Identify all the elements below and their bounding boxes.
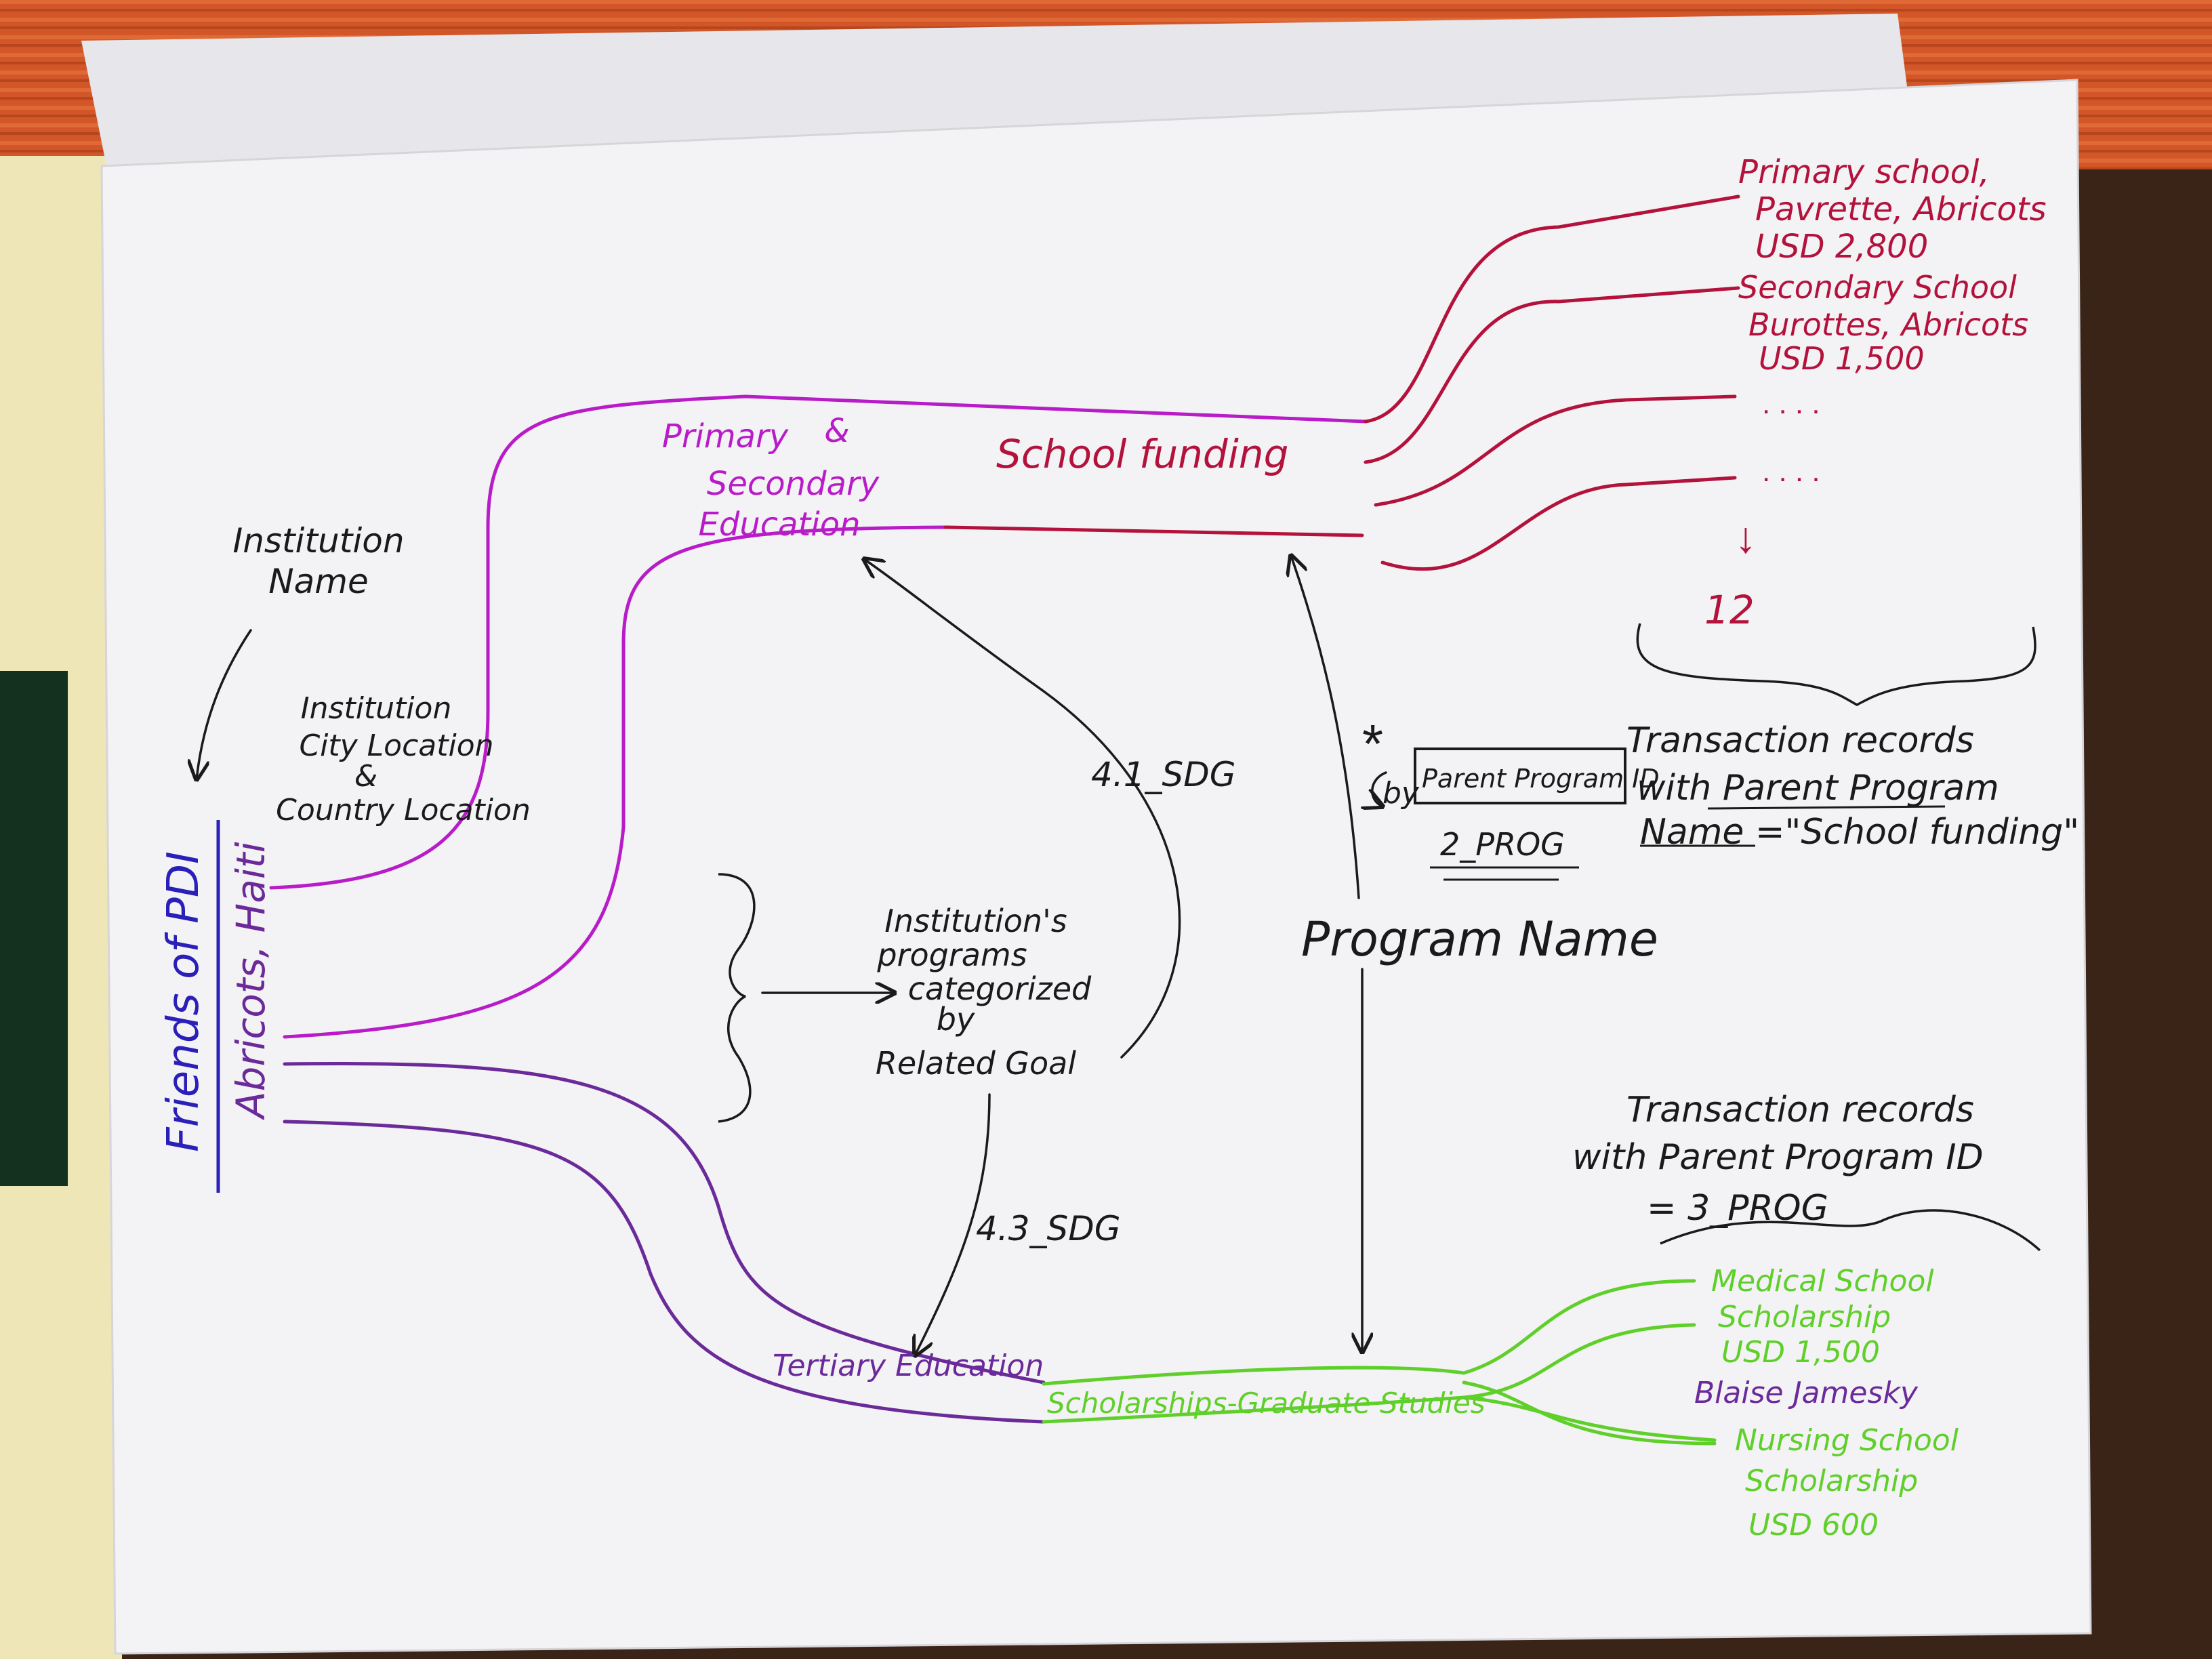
nursing-line-1: Nursing School [1735, 1423, 1959, 1458]
medical-line-4: Blaise Jamesky [1694, 1376, 1919, 1410]
program-name-label: Program Name [1301, 912, 1658, 967]
branch-curves [269, 394, 1466, 1424]
records-bottom-brace [1660, 1209, 2041, 1252]
school-item-secondary: Secondary School Burottes, Abricots USD … [1738, 269, 2028, 377]
green-scholarship-line [1042, 1366, 1466, 1386]
goal-lower-label: 4.3_SDG [976, 1209, 1121, 1248]
ps-line-2: & [824, 412, 849, 450]
records-top-underline-program [1707, 805, 1946, 810]
secondary-school-line-2: Burottes, Abricots [1748, 306, 2028, 343]
green-book-edge [0, 671, 68, 1186]
org-name: Friends of PDI [159, 851, 209, 1152]
parent-id-hook-arrow [1372, 771, 1386, 806]
ps-line-3: Secondary [707, 465, 880, 503]
org-location: Abricots, Haiti [228, 842, 274, 1121]
parent-id-star: * [1362, 714, 1383, 774]
institution-name-label: Institution Name [232, 521, 404, 601]
program-name-up-arrow [1291, 556, 1360, 899]
records-bottom-line-3: = 3_PROG [1647, 1188, 1828, 1229]
records-top-brace [1636, 623, 2036, 706]
medical-line-1: Medical School [1711, 1264, 1934, 1298]
paper-sheet [100, 79, 2092, 1655]
nursing-curve-2 [1462, 1380, 1717, 1446]
parent-id-box-label: Parent Program ID [1422, 764, 1660, 794]
programs-brace [718, 873, 756, 1123]
school-curve-2 [1364, 286, 1740, 464]
parent-id-value: 2_PROG [1440, 826, 1565, 863]
programs-note-line-3: categorized [908, 970, 1092, 1007]
programs-note-line-5: Related Goal [876, 1045, 1076, 1082]
school-more-1: . . . . [1762, 387, 1820, 420]
institution-name-line-2: Name [268, 562, 369, 601]
records-top-line-3: Name ="School funding" [1640, 812, 2079, 853]
institution-name-line-1: Institution [232, 521, 404, 560]
records-top-note: Transaction records with Parent Program … [1626, 720, 2079, 853]
ps-line-4: Education [699, 506, 861, 544]
medical-curve-1 [1462, 1279, 1696, 1375]
nursing-line-2: Scholarship [1745, 1464, 1918, 1498]
nursing-line-3: USD 600 [1748, 1508, 1879, 1542]
primary-school-line-3: USD 2,800 [1755, 228, 1928, 266]
programs-note-line-4: by [937, 1001, 975, 1038]
school-curve-3 [1374, 394, 1737, 507]
scholarships-label: Scholarships-Graduate Studies [1047, 1387, 1486, 1420]
crimson-funding-line [943, 525, 1364, 537]
programs-note-line-2: programs [876, 937, 1027, 973]
scholarship-branch-curves [1462, 1279, 1717, 1446]
school-curve-4 [1380, 476, 1737, 571]
school-count: 12 [1704, 587, 1755, 633]
medical-line-2: Scholarship [1718, 1300, 1891, 1334]
nursing-curve-1 [1462, 1395, 1717, 1442]
school-curve-1 [1364, 194, 1740, 424]
scholarship-item-medical: Medical School Scholarship USD 1,500 Bla… [1694, 1264, 1934, 1410]
primary-school-line-1: Primary school, [1738, 153, 1990, 191]
magenta-lower-curve [283, 525, 947, 1039]
primary-secondary-label: Primary & Secondary Education [662, 412, 880, 544]
scholarship-item-nursing: Nursing School Scholarship USD 600 [1735, 1423, 1959, 1542]
goal-upper-label: 4.1_SDG [1091, 755, 1236, 794]
programs-note: Institution's programs categorized by Re… [876, 903, 1092, 1082]
records-bottom-line-2: with Parent Program ID [1572, 1137, 1984, 1178]
parent-program-id-box [1414, 747, 1626, 804]
institution-name-arrow [197, 629, 252, 779]
parent-id-by: by [1382, 776, 1420, 811]
goal-lower-arrow [915, 1093, 991, 1355]
location-line-3: & [354, 759, 377, 794]
location-line-1: Institution [301, 691, 452, 726]
programs-note-line-1: Institution's [884, 903, 1067, 939]
goal-upper-arrow [864, 559, 1181, 1059]
location-line-4: Country Location [276, 793, 531, 827]
arrows [197, 556, 1386, 1355]
medical-line-3: USD 1,500 [1721, 1335, 1880, 1370]
primary-school-line-2: Pavrette, Abricots [1755, 190, 2047, 228]
green-scholarship-line-2 [1042, 1395, 1466, 1424]
tertiary-label: Tertiary Education [773, 1349, 1044, 1383]
parent-id-underline [1430, 866, 1579, 881]
school-funding-label: School funding [996, 431, 1288, 477]
secondary-school-line-1: Secondary School [1738, 269, 2017, 306]
violet-curve-2 [283, 1120, 1046, 1424]
location-line-2: City Location [299, 729, 493, 763]
records-top-line-1: Transaction records [1626, 720, 1974, 761]
school-item-primary: Primary school, Pavrette, Abricots USD 2… [1738, 153, 2047, 266]
records-bottom-note: Transaction records with Parent Program … [1572, 1090, 1984, 1229]
violet-curve-1 [283, 1061, 1046, 1385]
secondary-school-line-3: USD 1,500 [1759, 340, 1925, 377]
records-top-line-2: with Parent Program [1637, 768, 1999, 808]
ps-line-1: Primary [662, 417, 789, 455]
records-bottom-line-1: Transaction records [1626, 1090, 1974, 1130]
school-more-2: . . . . [1762, 455, 1820, 488]
institution-location-label: Institution City Location & Country Loca… [276, 691, 531, 827]
magenta-upper-curve [269, 394, 1368, 890]
school-count-arrow: ↓ [1735, 513, 1757, 562]
school-branch-curves [1364, 194, 1740, 571]
